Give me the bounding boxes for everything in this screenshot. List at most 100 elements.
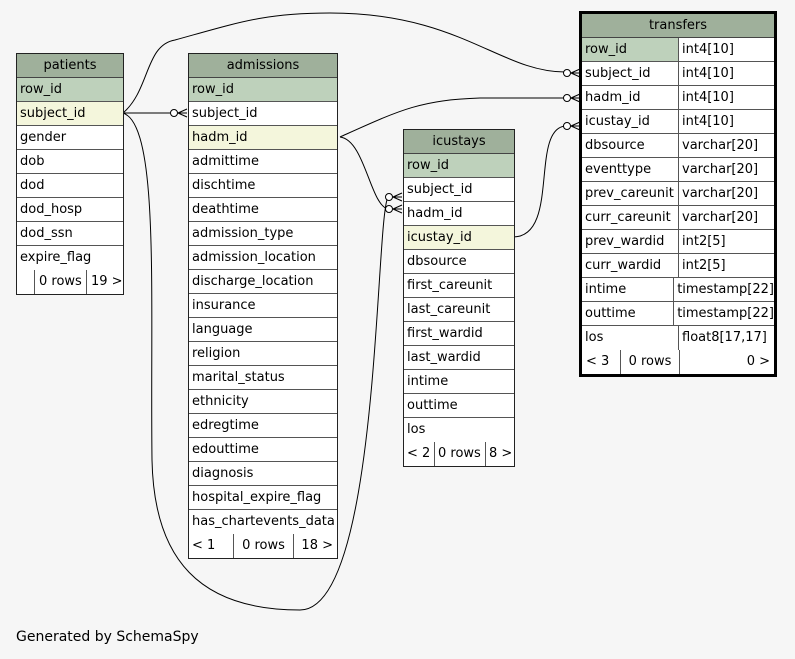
column-row[interactable]: marital_status	[189, 366, 337, 390]
column-row[interactable]: gender	[17, 126, 123, 150]
parents-count[interactable]	[17, 270, 34, 294]
column-name: hadm_id	[585, 90, 641, 105]
column-type: timestamp[22]	[673, 278, 774, 301]
column-row[interactable]: has_chartevents_data	[189, 510, 337, 534]
column-row[interactable]: dod_hosp	[17, 198, 123, 222]
column-row[interactable]: diagnosis	[189, 462, 337, 486]
row-count: 0 rows	[34, 270, 86, 294]
column-row[interactable]: first_careunit	[404, 274, 514, 298]
column-name: los	[407, 422, 426, 437]
column-name: los	[585, 330, 604, 345]
column-row[interactable]: insurance	[189, 294, 337, 318]
table-title[interactable]: patients	[17, 54, 123, 78]
table-title[interactable]: admissions	[189, 54, 337, 78]
column-name: row_id	[407, 158, 450, 173]
parents-count[interactable]: < 3	[586, 354, 610, 369]
column-row[interactable]: religion	[189, 342, 337, 366]
column-row[interactable]: row_id	[404, 154, 514, 178]
column-type: int2[5]	[678, 254, 774, 277]
children-count[interactable]: 19 >	[86, 270, 123, 294]
column-row[interactable]: last_careunit	[404, 298, 514, 322]
column-row[interactable]: subject_id	[189, 102, 337, 126]
column-row[interactable]: intime	[404, 370, 514, 394]
column-row[interactable]: los	[404, 418, 514, 442]
column-row[interactable]: first_wardid	[404, 322, 514, 346]
row-count: 0 rows	[620, 350, 679, 374]
column-row[interactable]: outtime	[404, 394, 514, 418]
table-title[interactable]: transfers	[582, 14, 774, 38]
column-row[interactable]: intime timestamp[22]	[582, 278, 774, 302]
parents-count[interactable]: < 1	[192, 538, 216, 553]
crow-foot-circle	[170, 109, 178, 117]
column-row[interactable]: hadm_id	[189, 126, 337, 150]
column-row[interactable]: ethnicity	[189, 390, 337, 414]
column-row[interactable]: expire_flag	[17, 246, 123, 270]
column-row[interactable]: language	[189, 318, 337, 342]
children-count[interactable]: 8 >	[485, 442, 514, 466]
column-name: subject_id	[585, 66, 651, 81]
column-name: prev_careunit	[585, 186, 674, 201]
column-row[interactable]: deathtime	[189, 198, 337, 222]
crow-foot-mark	[177, 108, 188, 118]
table-title[interactable]: icustays	[404, 130, 514, 154]
column-row[interactable]: subject_id	[17, 102, 123, 126]
column-row[interactable]: dod	[17, 174, 123, 198]
column-row[interactable]: dod_ssn	[17, 222, 123, 246]
column-name: intime	[407, 374, 449, 389]
column-row[interactable]: edregtime	[189, 414, 337, 438]
column-name: deathtime	[192, 202, 259, 217]
crow-foot-circle	[563, 122, 571, 130]
column-row[interactable]: row_id	[17, 78, 123, 102]
column-row[interactable]: hadm_id	[404, 202, 514, 226]
column-row[interactable]: discharge_location	[189, 270, 337, 294]
column-name: hadm_id	[192, 130, 248, 145]
column-type: int4[10]	[678, 110, 774, 133]
column-name: row_id	[192, 82, 235, 97]
column-name: outtime	[407, 398, 458, 413]
column-name: row_id	[582, 38, 678, 61]
column-name: subject_id	[20, 106, 86, 121]
crow-foot-mark	[392, 204, 403, 214]
column-name: dischtime	[192, 178, 256, 193]
column-row[interactable]: edouttime	[189, 438, 337, 462]
column-row[interactable]: last_wardid	[404, 346, 514, 370]
column-name: last_careunit	[407, 302, 491, 317]
children-count[interactable]: 18 >	[293, 534, 337, 558]
column-row[interactable]: row_id	[189, 78, 337, 102]
column-name: dod_hosp	[20, 202, 83, 217]
column-row[interactable]: dischtime	[189, 174, 337, 198]
table-footer: < 3 0 rows 0 >	[582, 350, 774, 374]
column-row[interactable]: icustay_id	[404, 226, 514, 250]
column-name: admittime	[192, 154, 259, 169]
column-name: edouttime	[192, 442, 259, 457]
column-name: intime	[585, 282, 627, 297]
column-type: timestamp[22]	[673, 302, 774, 325]
column-row[interactable]: admission_type	[189, 222, 337, 246]
parents-count[interactable]: < 2	[407, 446, 431, 461]
column-row[interactable]: admission_location	[189, 246, 337, 270]
children-count[interactable]: 0 >	[679, 350, 774, 374]
column-row[interactable]: hospital_expire_flag	[189, 486, 337, 510]
column-row[interactable]: admittime	[189, 150, 337, 174]
column-row[interactable]: dbsource	[404, 250, 514, 274]
column-row[interactable]: dob	[17, 150, 123, 174]
column-row[interactable]: subject_id	[404, 178, 514, 202]
column-name: religion	[192, 346, 241, 361]
column-type: varchar[20]	[678, 206, 774, 229]
